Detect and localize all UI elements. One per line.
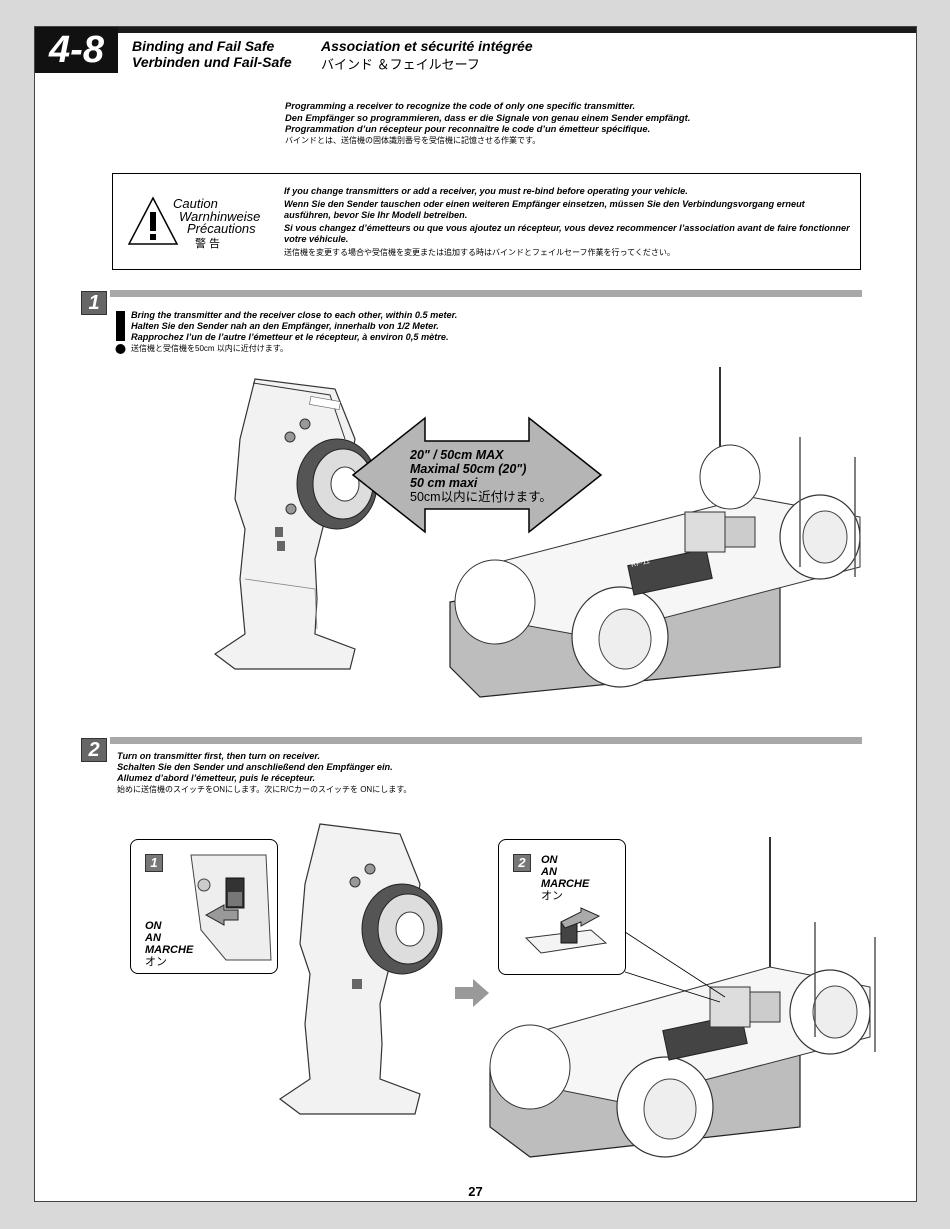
intro-en: Programming a receiver to recognize the … [285,100,636,111]
top-rule [35,27,916,33]
exclamation-icon [115,311,126,354]
inset2-marche: MARCHE [541,878,590,890]
inset2-jp: オン [541,890,563,902]
inset1-marche: MARCHE [145,944,194,956]
inset1-number: 1 [145,854,163,872]
caution-box: Caution Warnhinweise Précautions 警 告 If … [112,173,861,270]
distance-jp: 50cm以内に近付けます。 [410,490,552,504]
intro-de: Den Empfänger so programmieren, dass er … [285,111,691,123]
step2-text-fr: Allumez d’abord l’émetteur, puis le réce… [117,773,316,783]
manual-page: 4-8 Binding and Fail Safe Association et… [34,26,917,1202]
step2-text: Turn on transmitter first, then turn on … [117,751,411,795]
caution-text-en: If you change transmitters or add a rece… [284,186,688,196]
callout-leader-lines [624,931,726,1003]
distance-double-arrow [351,416,603,534]
caution-label-de: Warnhinweise [179,209,261,224]
step1-text: Bring the transmitter and the receiver c… [131,310,457,354]
caution-text: If you change transmitters or add a rece… [284,186,854,260]
page-number: 27 [468,1184,483,1199]
caution-text-jp: 送信機を変更する場合や受信機を変更または追加する時はバインドとフェイルセーフ作業… [284,248,675,257]
section-number: 4-8 [35,27,118,73]
distance-en: 20" / 50cm MAX [410,448,504,462]
inset1-an: AN [145,932,161,944]
step1-text-en: Bring the transmitter and the receiver c… [131,310,458,320]
intro-text: Programming a receiver to recognize the … [285,100,690,146]
step1-text-fr: Rapprochez l’un de l’autre l’émetteur et… [131,332,449,342]
step2-text-en: Turn on transmitter first, then turn on … [117,751,321,761]
step1-bar [110,290,862,297]
step2-text-de: Schalten Sie den Sender und anschließend… [117,762,393,772]
step2-bar [110,737,862,744]
transmitter-illustration [213,378,378,670]
inset1-on: ON [145,920,162,932]
receiver-switch-illustration [524,907,608,954]
inset2-on: ON [541,854,558,866]
transmitter-illustration-2 [278,823,443,1115]
warning-triangle-icon [127,196,179,245]
title-de: Verbinden und Fail-Safe [132,54,292,70]
step1-text-de: Halten Sie den Sender nah an den Empfäng… [131,321,439,331]
step1-number: 1 [81,291,107,315]
title-fr: Association et sécurité intégrée [321,38,533,54]
distance-label: 20" / 50cm MAX Maximal 50cm (20") 50 cm … [410,448,552,504]
caution-text-fr: Si vous changez d’émetteurs ou que vous … [284,223,850,244]
step2-number: 2 [81,738,107,762]
caution-label-jp: 警 告 [195,238,221,250]
title-jp: バインド ＆フェイルセーフ [321,57,480,72]
rc-car-chassis-illustration-2 [489,837,876,1158]
switch-closeup-illustration [190,854,272,961]
distance-fr: 50 cm maxi [410,476,478,490]
next-step-arrow-icon [455,979,489,1007]
inset2-number: 2 [513,854,531,872]
inset-receiver-switch: 2 ON AN MARCHE オン [498,839,626,975]
inset1-labels: ON AN MARCHE オン [145,920,193,968]
inset-transmitter-switch: 1 ON AN MARCHE オン [130,839,278,974]
inset2-an: AN [541,866,557,878]
step1-text-jp: 送信機と受信機を50cm 以内に近付けます。 [131,344,288,353]
inset1-jp: オン [145,956,167,968]
title-en: Binding and Fail Safe [132,38,275,54]
caution-label-fr: Précautions [187,221,256,236]
rc-car-chassis-illustration [449,367,861,698]
caution-label-en: Caution [173,196,218,211]
intro-jp: バインドとは、送信機の固体識別番号を受信機に記憶させる作業です。 [285,135,541,145]
step2-text-jp: 始めに送信機のスイッチをONにします。次にR/Cカーのスイッチを ONにします。 [117,785,412,794]
distance-de: Maximal 50cm (20") [410,462,527,476]
caution-text-de: Wenn Sie den Sender tauschen oder einen … [284,199,805,220]
intro-fr: Programmation d’un récepteur pour reconn… [285,123,651,134]
inset2-labels: ON AN MARCHE オン [541,854,589,902]
